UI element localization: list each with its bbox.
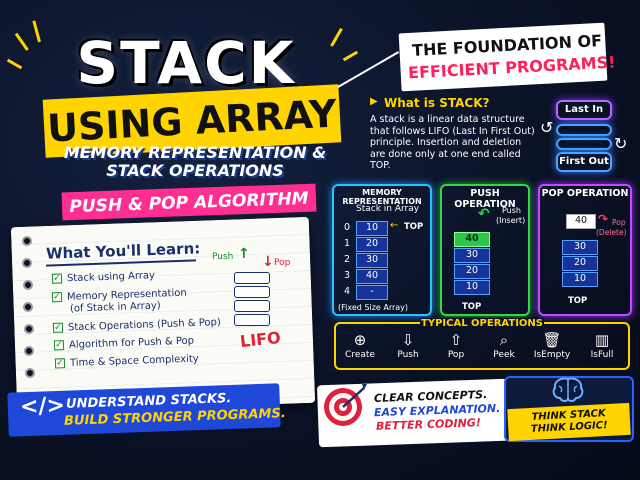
checkmark-icon: ✓ <box>53 340 65 351</box>
top-label: TOP <box>568 296 588 306</box>
op-pop: ⇧ Pop <box>432 330 480 360</box>
op-push: ⇩ Push <box>384 330 432 360</box>
top-label: TOP <box>404 222 424 232</box>
spark-decoration <box>6 58 23 70</box>
delete-word: (Delete) <box>596 228 627 237</box>
checkmark-icon: ✓ <box>51 292 63 303</box>
spark-decoration <box>14 32 29 51</box>
push-panel-title: PUSH OPERATION <box>454 188 516 210</box>
pop-panel <box>538 184 632 316</box>
insert-word: (Insert) <box>496 216 526 225</box>
pop-arrow-icon: ↓ <box>262 254 274 270</box>
pop-up-icon: ⇧ <box>449 331 463 349</box>
stack-layer <box>556 138 612 150</box>
memory-sub: Stack in Array <box>356 204 420 214</box>
what-is-body: A stack is a linear data structure that … <box>370 114 535 171</box>
array-cell: 30 <box>356 253 388 268</box>
array-cell: 10 <box>356 221 388 236</box>
trash-icon: 🗑 <box>542 331 562 349</box>
first-out-pill: First Out <box>556 152 612 172</box>
top-arrow-icon: ← <box>390 220 399 231</box>
pop-panel-title: POP OPERATION <box>541 188 629 199</box>
spiral-ring <box>22 258 32 268</box>
plus-circle-icon: ⊕ <box>353 331 367 349</box>
mini-stack-slot <box>234 300 270 312</box>
push-arrow-icon: ↑ <box>238 246 250 262</box>
title-stack: STACK <box>76 29 296 97</box>
stack-cell: 30 <box>454 248 490 263</box>
pushed-cell: 40 <box>454 232 490 247</box>
cycle-arrow-icon: ↻ <box>614 134 628 153</box>
bars-icon: ▥ <box>594 331 610 349</box>
op-create: ⊕ Create <box>336 330 384 360</box>
array-cell: 40 <box>356 269 388 284</box>
checkmark-icon: ✓ <box>51 273 63 284</box>
checkmark-icon: ✓ <box>52 322 64 333</box>
memory-panel <box>332 184 432 316</box>
push-down-icon: ⇩ <box>401 331 415 349</box>
fixed-size-label: (Fixed Size Array) <box>338 303 409 312</box>
op-peek: ⌕ Peek <box>480 330 528 360</box>
push-word: Push <box>502 206 521 215</box>
pop-word: Pop <box>612 218 626 227</box>
spiral-ring <box>23 280 33 290</box>
spiral-ring <box>24 324 34 334</box>
array-index: 0 <box>343 222 350 233</box>
curved-arrow-icon: ↶ <box>478 206 490 222</box>
push-panel <box>440 184 530 316</box>
checkmark-icon: ✓ <box>54 358 66 369</box>
pop-label: Pop <box>274 258 291 268</box>
brain-icon <box>552 377 584 402</box>
popped-cell: 40 <box>566 214 596 229</box>
cycle-arrow-icon: ↺ <box>540 118 554 137</box>
top-label: TOP <box>462 302 482 312</box>
array-index: 2 <box>343 254 350 265</box>
array-cell: - <box>356 285 388 300</box>
array-index: 4 <box>343 286 350 297</box>
spiral-ring <box>23 302 33 312</box>
mini-stack-slot <box>234 272 270 284</box>
stack-cell: 30 <box>562 240 598 255</box>
stack-layer <box>556 124 612 136</box>
push-label: Push <box>212 252 234 262</box>
last-in-pill: Last In <box>556 100 612 120</box>
op-isempty: 🗑 IsEmpty <box>528 330 576 360</box>
spiral-ring <box>22 236 32 246</box>
pop-arrow-icon: ↷ <box>598 212 609 226</box>
code-brackets-icon: </> <box>19 393 66 420</box>
magnifier-icon: ⌕ <box>499 331 509 349</box>
spark-decoration <box>342 50 359 62</box>
pointer-icon: ▶ <box>370 96 378 107</box>
array-index: 1 <box>343 238 350 249</box>
stack-cell: 20 <box>454 264 490 279</box>
mini-stack-slot <box>234 314 270 326</box>
operations-title: TYPICAL OPERATIONS <box>420 318 544 329</box>
spiral-ring <box>25 368 35 378</box>
array-index: 3 <box>343 270 350 281</box>
mini-stack-slot <box>234 286 270 298</box>
spiral-ring <box>24 346 34 356</box>
what-is-title: What is STACK? <box>384 96 490 110</box>
subtitle-memory: MEMORY REPRESENTATION & STACK OPERATIONS <box>63 143 327 180</box>
stack-cell: 20 <box>562 256 598 271</box>
stack-cell: 10 <box>454 280 490 295</box>
op-isfull: ▥ IsFull <box>578 330 626 360</box>
target-icon <box>324 384 367 426</box>
memory-panel-title: MEMORY REPRESENTATION <box>342 188 422 206</box>
array-cell: 20 <box>356 237 388 252</box>
stack-cell: 10 <box>562 272 598 287</box>
